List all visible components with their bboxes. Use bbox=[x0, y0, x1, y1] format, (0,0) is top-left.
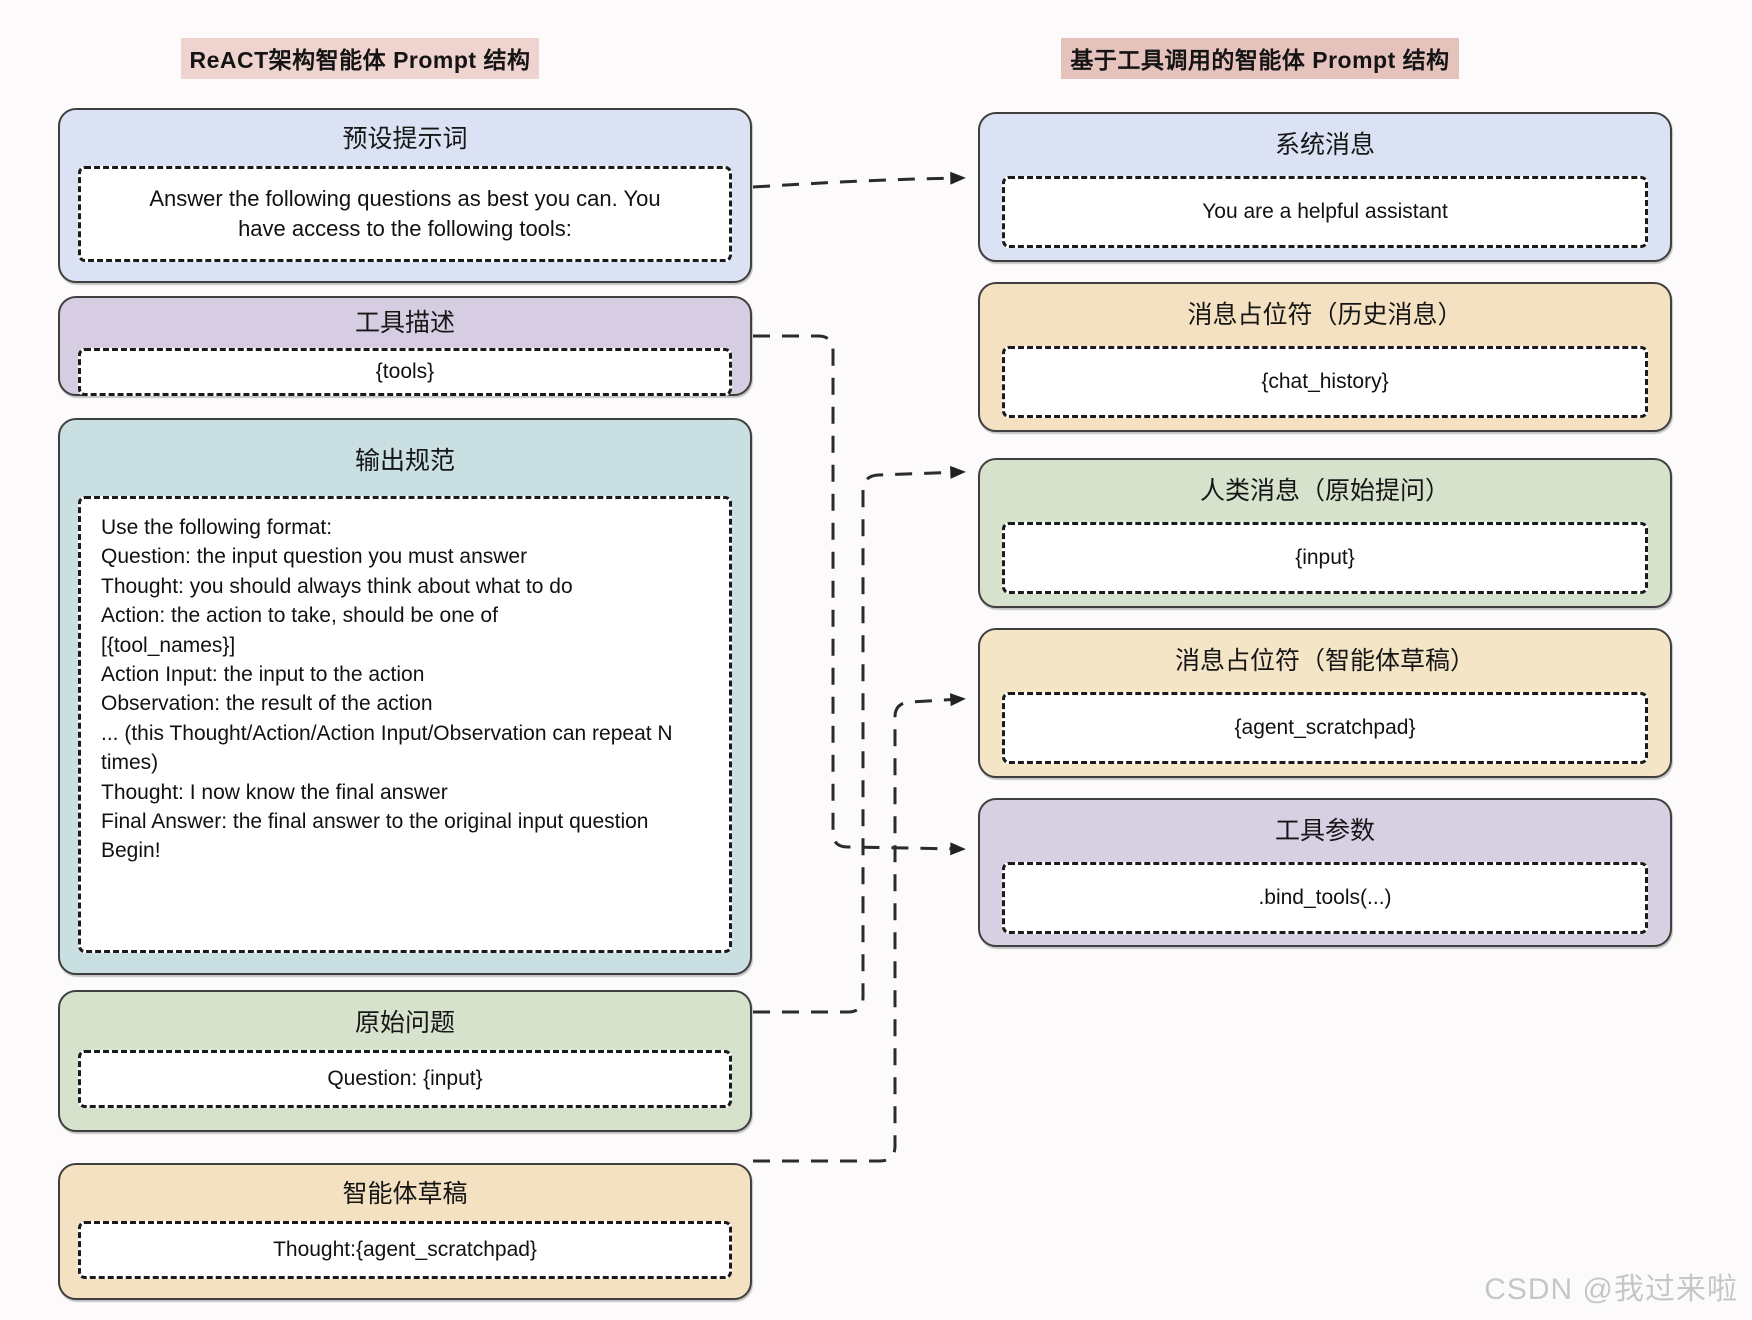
tool-params-text: .bind_tools(...) bbox=[1258, 885, 1392, 909]
tool-description-box: 工具描述 {tools} bbox=[58, 296, 752, 396]
original-question-box: 原始问题 Question: {input} bbox=[58, 990, 752, 1132]
arrow-original-question-to-human-message bbox=[753, 465, 966, 1014]
history-placeholder-text: {chat_history} bbox=[1261, 369, 1389, 393]
human-message-title: 人类消息（原始提问） bbox=[1199, 477, 1450, 505]
human-message-text: {input} bbox=[1295, 545, 1355, 569]
scratchpad-placeholder-box: 消息占位符（智能体草稿） {agent_scratchpad} bbox=[978, 628, 1672, 778]
right-title-highlight: 基于工具调用的智能体 Prompt 结构 bbox=[1061, 38, 1459, 79]
history-placeholder-title: 消息占位符（历史消息） bbox=[1187, 301, 1463, 329]
original-question-value-box: Question: {input} bbox=[78, 1050, 732, 1108]
human-message-box: 人类消息（原始提问） {input} bbox=[978, 458, 1672, 608]
tool-description-value-box: {tools} bbox=[78, 348, 732, 396]
csdn-watermark: CSDN @我过来啦 bbox=[1484, 1273, 1738, 1306]
left-title-highlight: ReACT架构智能体 Prompt 结构 bbox=[180, 38, 540, 79]
system-message-title: 系统消息 bbox=[1274, 131, 1375, 159]
agent-scratchpad-value-box: Thought:{agent_scratchpad} bbox=[78, 1221, 732, 1279]
original-question-text: Question: {input} bbox=[327, 1066, 483, 1090]
arrow-tool-description-to-tool-params bbox=[753, 334, 966, 856]
tool-description-text: {tools} bbox=[375, 359, 435, 383]
agent-scratchpad-title: 智能体草稿 bbox=[342, 1180, 468, 1208]
preset-prompt-title: 预设提示词 bbox=[342, 125, 468, 153]
scratchpad-placeholder-title: 消息占位符（智能体草稿） bbox=[1174, 647, 1475, 675]
output-format-box: 输出规范 Use the following format: Question:… bbox=[58, 418, 752, 975]
output-format-text: Use the following format: Question: the … bbox=[101, 516, 673, 863]
output-format-value-box: Use the following format: Question: the … bbox=[78, 496, 732, 953]
arrow-scratchpad-to-scratchpad-placeholder bbox=[753, 693, 966, 1163]
scratchpad-placeholder-text: {agent_scratchpad} bbox=[1234, 715, 1416, 739]
preset-prompt-text: Answer the following questions as best y… bbox=[149, 186, 661, 241]
right-column-title: 基于工具调用的智能体 Prompt 结构 bbox=[935, 38, 1585, 79]
agent-scratchpad-box: 智能体草稿 Thought:{agent_scratchpad} bbox=[58, 1163, 752, 1300]
left-column-title: ReACT架构智能体 Prompt 结构 bbox=[30, 38, 690, 79]
original-question-title: 原始问题 bbox=[354, 1009, 455, 1037]
history-placeholder-box: 消息占位符（历史消息） {chat_history} bbox=[978, 282, 1672, 432]
preset-prompt-box: 预设提示词 Answer the following questions as … bbox=[58, 108, 752, 283]
scratchpad-placeholder-value-box: {agent_scratchpad} bbox=[1002, 692, 1648, 764]
output-format-title: 输出规范 bbox=[354, 447, 455, 475]
history-placeholder-value-box: {chat_history} bbox=[1002, 346, 1648, 418]
tool-params-title: 工具参数 bbox=[1274, 817, 1375, 845]
tool-description-title: 工具描述 bbox=[354, 309, 455, 337]
arrow-preset-to-system-message bbox=[752, 171, 966, 189]
agent-scratchpad-text: Thought:{agent_scratchpad} bbox=[273, 1237, 537, 1261]
preset-prompt-value-box: Answer the following questions as best y… bbox=[78, 166, 732, 262]
system-message-text: You are a helpful assistant bbox=[1202, 199, 1448, 223]
tool-params-value-box: .bind_tools(...) bbox=[1002, 862, 1648, 934]
system-message-value-box: You are a helpful assistant bbox=[1002, 176, 1648, 248]
tool-params-box: 工具参数 .bind_tools(...) bbox=[978, 798, 1672, 947]
human-message-value-box: {input} bbox=[1002, 522, 1648, 594]
system-message-box: 系统消息 You are a helpful assistant bbox=[978, 112, 1672, 262]
